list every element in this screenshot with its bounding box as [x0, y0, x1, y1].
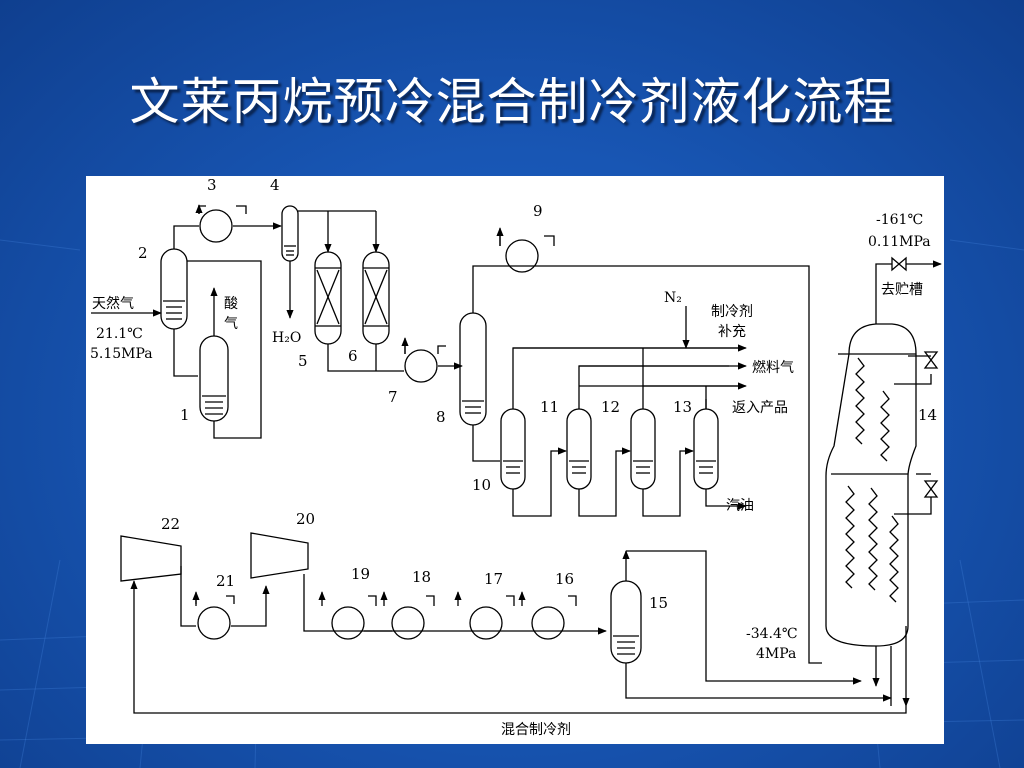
vessel-11 [566, 408, 592, 490]
equipment-number-19: 19 [351, 565, 370, 583]
nitrogen-label: N₂ [664, 290, 682, 306]
equipment-number-12: 12 [601, 398, 620, 416]
equipment-number-20: 20 [296, 510, 315, 528]
equipment-number-18: 18 [412, 568, 431, 586]
acid-gas-label-1: 酸 [224, 296, 238, 312]
equipment-number-10: 10 [472, 476, 491, 494]
exchanger-17 [469, 606, 503, 640]
feed-temp-label: 21.1℃ [96, 326, 143, 342]
product-pressure-label: 0.11MPa [868, 234, 931, 250]
vessel-13 [693, 408, 719, 490]
equipment-number-15: 15 [649, 594, 668, 612]
product-temp-label: -161℃ [876, 212, 923, 228]
compressor-20 [250, 532, 309, 579]
equipment-number-21: 21 [216, 572, 235, 590]
equipment-number-13: 13 [673, 398, 692, 416]
exchanger-21 [197, 606, 231, 640]
equipment-number-4: 4 [270, 176, 280, 194]
fuel-gas-label: 燃料气 [752, 359, 794, 376]
vessel-4 [281, 205, 299, 262]
equipment-number-22: 22 [161, 515, 180, 533]
main-cryogenic-exchanger-14 [825, 323, 917, 647]
return-product-label: 返入产品 [732, 400, 788, 416]
equipment-number-9: 9 [533, 202, 543, 220]
equipment-number-3: 3 [207, 176, 217, 194]
compressor-22 [120, 535, 182, 582]
equipment-number-2: 2 [138, 244, 148, 262]
mixed-refrigerant-label: 混合制冷剂 [501, 722, 571, 738]
mr-temp-label: -34.4℃ [746, 626, 798, 642]
equipment-number-5: 5 [298, 352, 308, 370]
slide-title: 文莱丙烷预冷混合制冷剂液化流程 [129, 73, 895, 131]
equipment-number-6: 6 [348, 347, 358, 365]
separator-15 [610, 580, 642, 664]
feed-label: 天然气 [92, 295, 134, 312]
vessel-12 [630, 408, 656, 490]
mr-pressure-label: 4MPa [756, 646, 796, 662]
exchanger-3 [199, 209, 233, 243]
equipment-number-16: 16 [555, 570, 574, 588]
exchanger-9 [505, 239, 539, 273]
vessel-2 [160, 248, 188, 330]
equipment-number-8: 8 [436, 408, 446, 426]
gasoline-label: 汽油 [726, 498, 754, 514]
process-flow-diagram: 天然气 21.1℃ 5.15MPa 酸 气 H₂O N₂ 制冷剂 补充 燃料气 … [86, 176, 944, 744]
exchanger-16 [531, 606, 565, 640]
refrigerant-makeup-label-1: 制冷剂 [711, 304, 753, 320]
exchanger-7 [404, 349, 438, 383]
equipment-number-14: 14 [918, 406, 937, 424]
acid-gas-label-2: 气 [224, 316, 238, 332]
feed-pressure-label: 5.15MPa [90, 346, 153, 362]
vessel-10 [500, 408, 526, 490]
exchanger-19 [331, 606, 365, 640]
exchanger-18 [391, 606, 425, 640]
refrigerant-makeup-label-2: 补充 [718, 324, 746, 340]
process-flow-svg: 天然气 21.1℃ 5.15MPa 酸 气 H₂O N₂ 制冷剂 补充 燃料气 … [90, 176, 942, 738]
water-label: H₂O [272, 330, 301, 346]
column-8 [459, 312, 487, 426]
equipment-number-11: 11 [540, 398, 559, 416]
equipment-number-7: 7 [388, 388, 398, 406]
product-valve [891, 256, 907, 272]
equipment-number-1: 1 [180, 406, 190, 424]
storage-label: 去贮槽 [881, 282, 923, 298]
equipment-number-17: 17 [484, 570, 503, 588]
